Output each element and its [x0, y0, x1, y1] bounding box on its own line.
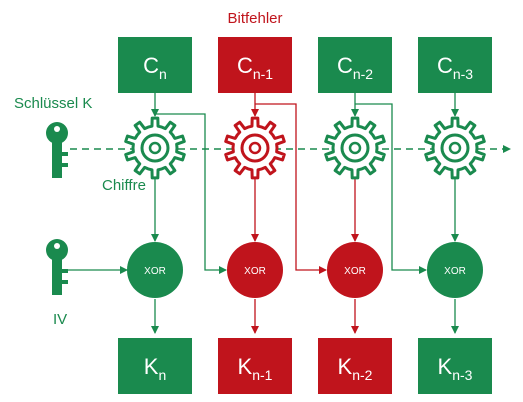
plain-block-1: Kn: [118, 338, 192, 394]
xor-label: XOR: [244, 266, 266, 277]
cipher-block-1-subscript: n: [159, 66, 167, 82]
plain-block-4-subscript: n-3: [452, 367, 472, 383]
plain-block-3-subscript: n-2: [352, 367, 372, 383]
key-label: Schlüssel K: [14, 95, 92, 112]
xor-node: XOR: [427, 242, 483, 298]
cipher-block-2-letter: C: [237, 53, 253, 78]
iv-label: IV: [53, 311, 67, 328]
cipher-block-2: Cn-1: [218, 37, 292, 93]
svg-text:Kn-2: Kn-2: [338, 354, 373, 383]
connector: [155, 113, 227, 274]
cipher-block-3: Cn-2: [318, 37, 392, 93]
cipher-block-1: Cn: [118, 37, 192, 93]
iv-key-icon: [46, 239, 68, 295]
cipher-block-4-subscript: n-3: [453, 66, 473, 82]
plain-block-2: Kn-1: [218, 338, 292, 394]
cipher-block-2-subscript: n-1: [253, 66, 273, 82]
cipher-block-4: Cn-3: [418, 37, 492, 93]
plain-block-3: Kn-2: [318, 338, 392, 394]
xor-node: XOR: [227, 242, 283, 298]
svg-text:Cn-2: Cn-2: [337, 53, 373, 82]
svg-text:Cn: Cn: [143, 53, 167, 82]
cipher-block-3-subscript: n-2: [353, 66, 373, 82]
cipher-gear-icon: [124, 116, 186, 180]
plain-block-1-subscript: n: [158, 367, 166, 383]
cipher-block-3-letter: C: [337, 53, 353, 78]
svg-text:Kn-1: Kn-1: [238, 354, 273, 383]
plain-block-4-letter: K: [438, 354, 453, 379]
svg-text:Kn-3: Kn-3: [438, 354, 473, 383]
connector: [255, 103, 327, 274]
key-icon: [46, 122, 68, 178]
plain-block-2-letter: K: [238, 354, 253, 379]
cipher-gear-icon: [424, 116, 486, 180]
xor-label: XOR: [444, 266, 466, 277]
bit-error-label: Bitfehler: [227, 10, 282, 27]
xor-label: XOR: [344, 266, 366, 277]
svg-text:Cn-3: Cn-3: [437, 53, 473, 82]
xor-node: XOR: [127, 242, 183, 298]
svg-text:Kn: Kn: [144, 354, 166, 383]
xor-node: XOR: [327, 242, 383, 298]
plain-block-3-letter: K: [338, 354, 353, 379]
cipher-label: Chiffre: [102, 177, 146, 194]
cipher-block-1-letter: C: [143, 53, 159, 78]
cipher-gear-icon: [324, 116, 386, 180]
plain-block-1-letter: K: [144, 354, 159, 379]
plain-block-4: Kn-3: [418, 338, 492, 394]
cipher-gear-icon: [224, 116, 286, 180]
xor-label: XOR: [144, 266, 166, 277]
connector: [355, 103, 427, 274]
cipher-block-4-letter: C: [437, 53, 453, 78]
plain-block-2-subscript: n-1: [252, 367, 272, 383]
svg-text:Cn-1: Cn-1: [237, 53, 273, 82]
